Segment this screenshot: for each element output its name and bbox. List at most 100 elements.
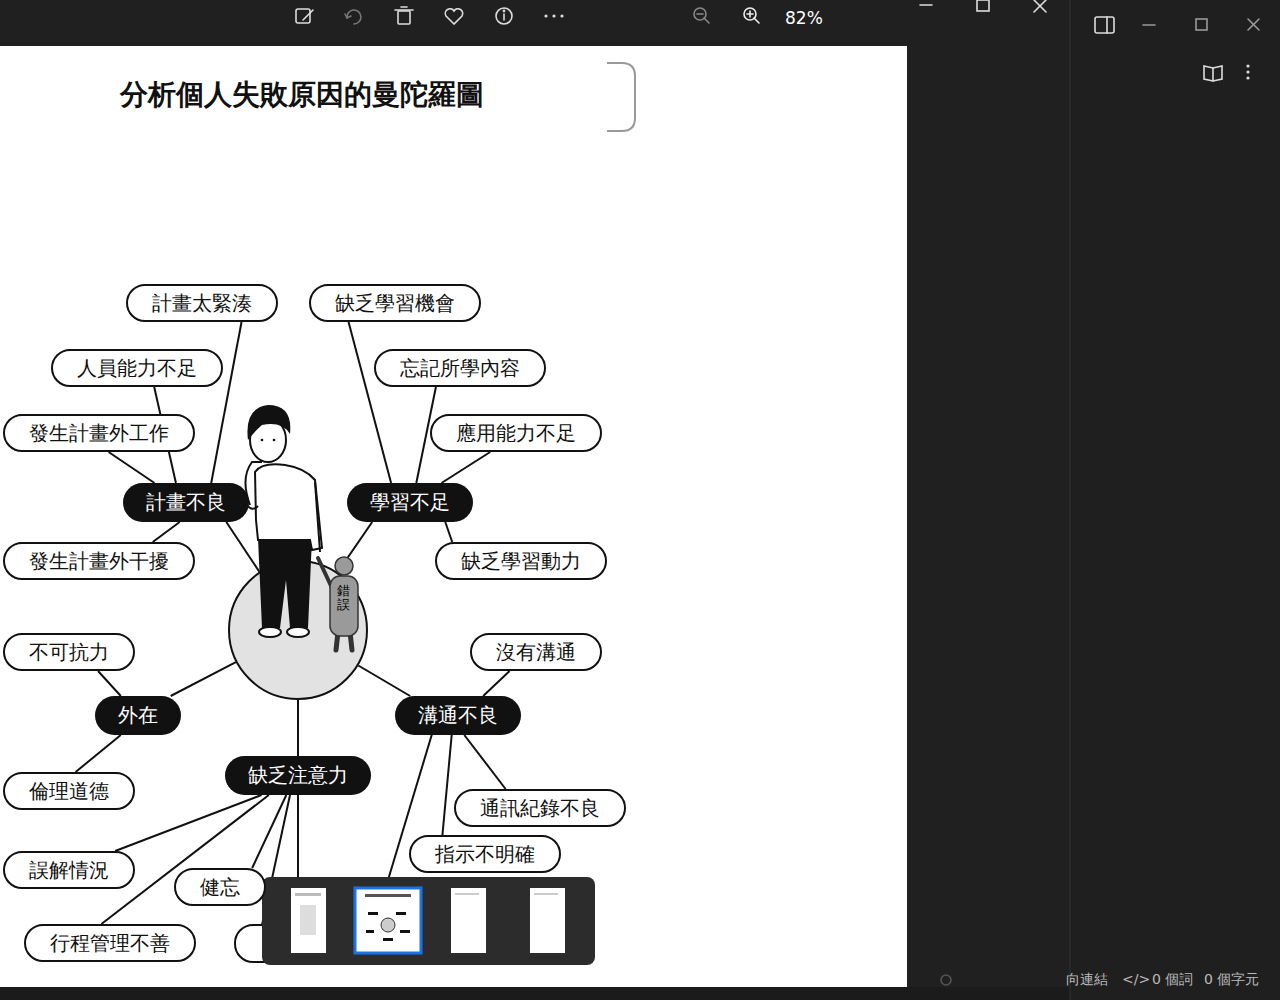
viewer-chrome-part: [907, 46, 1070, 987]
node-text: 發生計畫外工作: [29, 420, 169, 447]
viewer-chrome-part-part: [1248, 19, 1259, 30]
person-illustration-part: [350, 632, 352, 650]
thumbnail-strip-part: [530, 888, 565, 953]
category-pill: 缺乏注意力: [225, 756, 371, 795]
node-text: 缺乏注意力: [248, 762, 348, 789]
zoom-level: 82%: [785, 8, 823, 28]
hub-circle-shape-part: [229, 561, 367, 699]
connector-line: [98, 671, 121, 696]
viewer-chrome-part: [544, 14, 1249, 79]
person-illustration-part: [255, 464, 322, 550]
diagram-decoration-part: [607, 63, 635, 131]
viewer-chrome-part-part: [496, 8, 512, 24]
person-illustration-part: [247, 405, 290, 440]
node-text: 外在: [118, 702, 158, 729]
viewer-chrome-part-part: [552, 14, 555, 17]
viewer-chrome-part-part: [445, 9, 462, 24]
viewer-chrome-part-part: [977, 0, 989, 11]
category-pill: 溝通不良: [395, 696, 521, 735]
cause-pill: 行程管理不善: [24, 924, 196, 962]
cause-pill: 發生計畫外干擾: [3, 542, 195, 580]
connector-line: [153, 522, 180, 542]
viewer-chrome-part-part: [1246, 70, 1249, 73]
connector-line: [442, 452, 491, 483]
viewer-chrome-part-part: [1246, 76, 1249, 79]
connector-line: [171, 662, 236, 696]
viewer-chrome-part-part: [395, 9, 413, 11]
connector-line: [115, 795, 261, 851]
status-icon-text: </>: [1122, 971, 1150, 987]
person-illustration-part: [330, 576, 358, 636]
cause-pill: 健忘: [174, 868, 266, 906]
viewer-chrome-part-part: [1034, 0, 1046, 12]
node-text: 缺乏學習動力: [461, 548, 581, 575]
node-text: 缺乏學習機會: [335, 290, 455, 317]
viewer-chrome-part-part: [754, 18, 759, 23]
viewer-chrome-part-part: [303, 10, 313, 20]
connector-line: [445, 522, 452, 542]
viewer-chrome-part-part: [1212, 68, 1214, 81]
cause-pill: 忘記所學內容: [374, 349, 546, 387]
cause-pill: 誤解情況: [3, 851, 135, 889]
person-illustration-part: [261, 439, 264, 442]
viewer-chrome-part-part: [704, 18, 709, 23]
connector-line: [483, 671, 509, 696]
thumbnail-strip-part: [368, 912, 378, 915]
thumbnail-strip-part: [396, 912, 406, 915]
person-illustration-part: [259, 627, 281, 637]
viewer-chrome-part: [0, 987, 1070, 1000]
node-text: 健忘: [200, 874, 240, 901]
viewer-chrome-part-part: [544, 14, 547, 17]
cause-pill: 計畫太緊湊: [126, 284, 278, 322]
viewer-chrome-part-part: [941, 975, 951, 985]
viewer-chrome-part-part: [503, 14, 505, 20]
status-text: 向連結: [1066, 971, 1108, 989]
connector-line: [252, 795, 286, 868]
viewer-chrome-part-part: [1143, 24, 1155, 26]
viewer-chrome-part: [296, 0, 1259, 985]
viewer-chrome-part-part: [1248, 19, 1259, 30]
thumbnail-strip-part: [262, 877, 595, 965]
viewer-chrome-part: [0, 46, 907, 987]
cause-pill: 人員能力不足: [51, 349, 223, 387]
node-text: 計畫不良: [146, 489, 226, 516]
connector-line: [211, 322, 241, 483]
person-illustration-part: [336, 632, 338, 650]
connector-line: [297, 700, 299, 756]
thumbnail-strip-part: [365, 894, 411, 897]
thumbnail-strip-part: [295, 893, 321, 896]
node-text: 學習不足: [370, 489, 450, 516]
thumbnail-strip-part: [291, 888, 326, 953]
viewer-chrome-part-part: [1246, 64, 1249, 67]
viewer-chrome-part-part: [1204, 66, 1222, 81]
viewer-chrome-part-part: [920, 4, 932, 6]
thumbnail-strip-part: [355, 888, 421, 953]
node-text: 沒有溝通: [496, 639, 576, 666]
cause-pill: 倫理道德: [3, 772, 135, 810]
person-illustration-part: [250, 418, 286, 462]
node-text: 忘記所學內容: [400, 355, 520, 382]
node-text: 倫理道德: [29, 778, 109, 805]
connector-line: [442, 735, 451, 835]
category-pill: 計畫不良: [123, 483, 249, 522]
node-text: 人員能力不足: [77, 355, 197, 382]
viewer-chrome-part-part: [401, 6, 407, 8]
cause-pill: 通訊紀錄不良: [454, 789, 626, 827]
viewer-chrome-part-part: [503, 10, 504, 11]
node-text: 錯誤: [337, 584, 350, 613]
thumbnail-strip-part: [381, 918, 395, 932]
connector-line: [226, 522, 259, 572]
thumbnail-strip-part: [534, 893, 558, 895]
connector-line: [358, 666, 410, 696]
node-text: 發生計畫外干擾: [29, 548, 169, 575]
node-text: 誤解情況: [29, 857, 109, 884]
category-pill: 外在: [95, 696, 181, 735]
cause-pill: 不可抗力: [3, 633, 135, 671]
word-count: 0 個詞: [1152, 971, 1193, 989]
cause-pill: 沒有溝通: [470, 633, 602, 671]
thumbnail-strip-part: [366, 930, 374, 933]
connector-line: [76, 735, 121, 772]
viewer-chrome-part-part: [560, 14, 563, 17]
cause-pill: 缺乏學習機會: [309, 284, 481, 322]
